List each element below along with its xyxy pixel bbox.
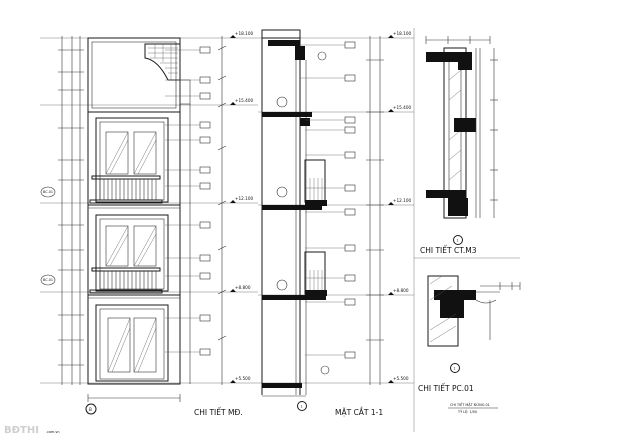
section-level-3: +12.100 (393, 198, 411, 203)
left-tag-1: BC.01 (43, 190, 53, 194)
facade-title: CHI TIẾT MĐ. (194, 407, 243, 417)
section-level-5: +5.500 (393, 376, 409, 381)
section-title: MẶT CẮT 1-1 (335, 407, 383, 417)
section-level-2: +15.400 (393, 105, 411, 110)
pc-marker-label: 1 (454, 367, 456, 371)
detail-pc-01: 1 CHI TIẾT PC.01 CHI TIẾT MẶT ĐỨNG 01 TỶ… (418, 275, 521, 414)
watermark: BĐTHI (4, 425, 39, 436)
pc-note: CHI TIẾT MẶT ĐỨNG 01 (450, 401, 490, 407)
watermark-sub: .com.vn (46, 430, 60, 434)
facade-level-4: +8.800 (235, 285, 251, 290)
pc-title: CHI TIẾT PC.01 (418, 383, 474, 393)
facade-level-5: +5.500 (235, 376, 251, 381)
axis-marker-label: B (89, 407, 92, 412)
section-1-1: +18.100 +15.400 +12.100 +8.800 +5.500 1 … (258, 29, 414, 417)
facade-level-3: +12.100 (235, 196, 253, 201)
section-level-4: +8.800 (393, 288, 409, 293)
section-level-1: +18.100 (393, 31, 411, 36)
m3-marker-label: 1 (457, 239, 459, 243)
section-marker-label: 1 (301, 405, 303, 409)
axis-marker-circle (85, 403, 97, 415)
facade-level-2: +15.400 (235, 98, 253, 103)
facade-level-markers: +18.100 +15.400 +12.100 +8.800 +5.500 (230, 31, 253, 383)
section-level-markers: +18.100 +15.400 +12.100 +8.800 +5.500 (388, 31, 411, 383)
facade-elevation: BC.01 BC.01 (40, 31, 258, 417)
detail-ct-m3: 1 CHI TIẾT CT.M3 (413, 28, 520, 432)
m3-title: CHI TIẾT CT.M3 (420, 245, 477, 255)
facade-level-1: +18.100 (235, 31, 253, 36)
pc-scale: TỶ LỆ: 1/50 (457, 409, 477, 414)
left-tag-2: BC.01 (43, 278, 53, 282)
